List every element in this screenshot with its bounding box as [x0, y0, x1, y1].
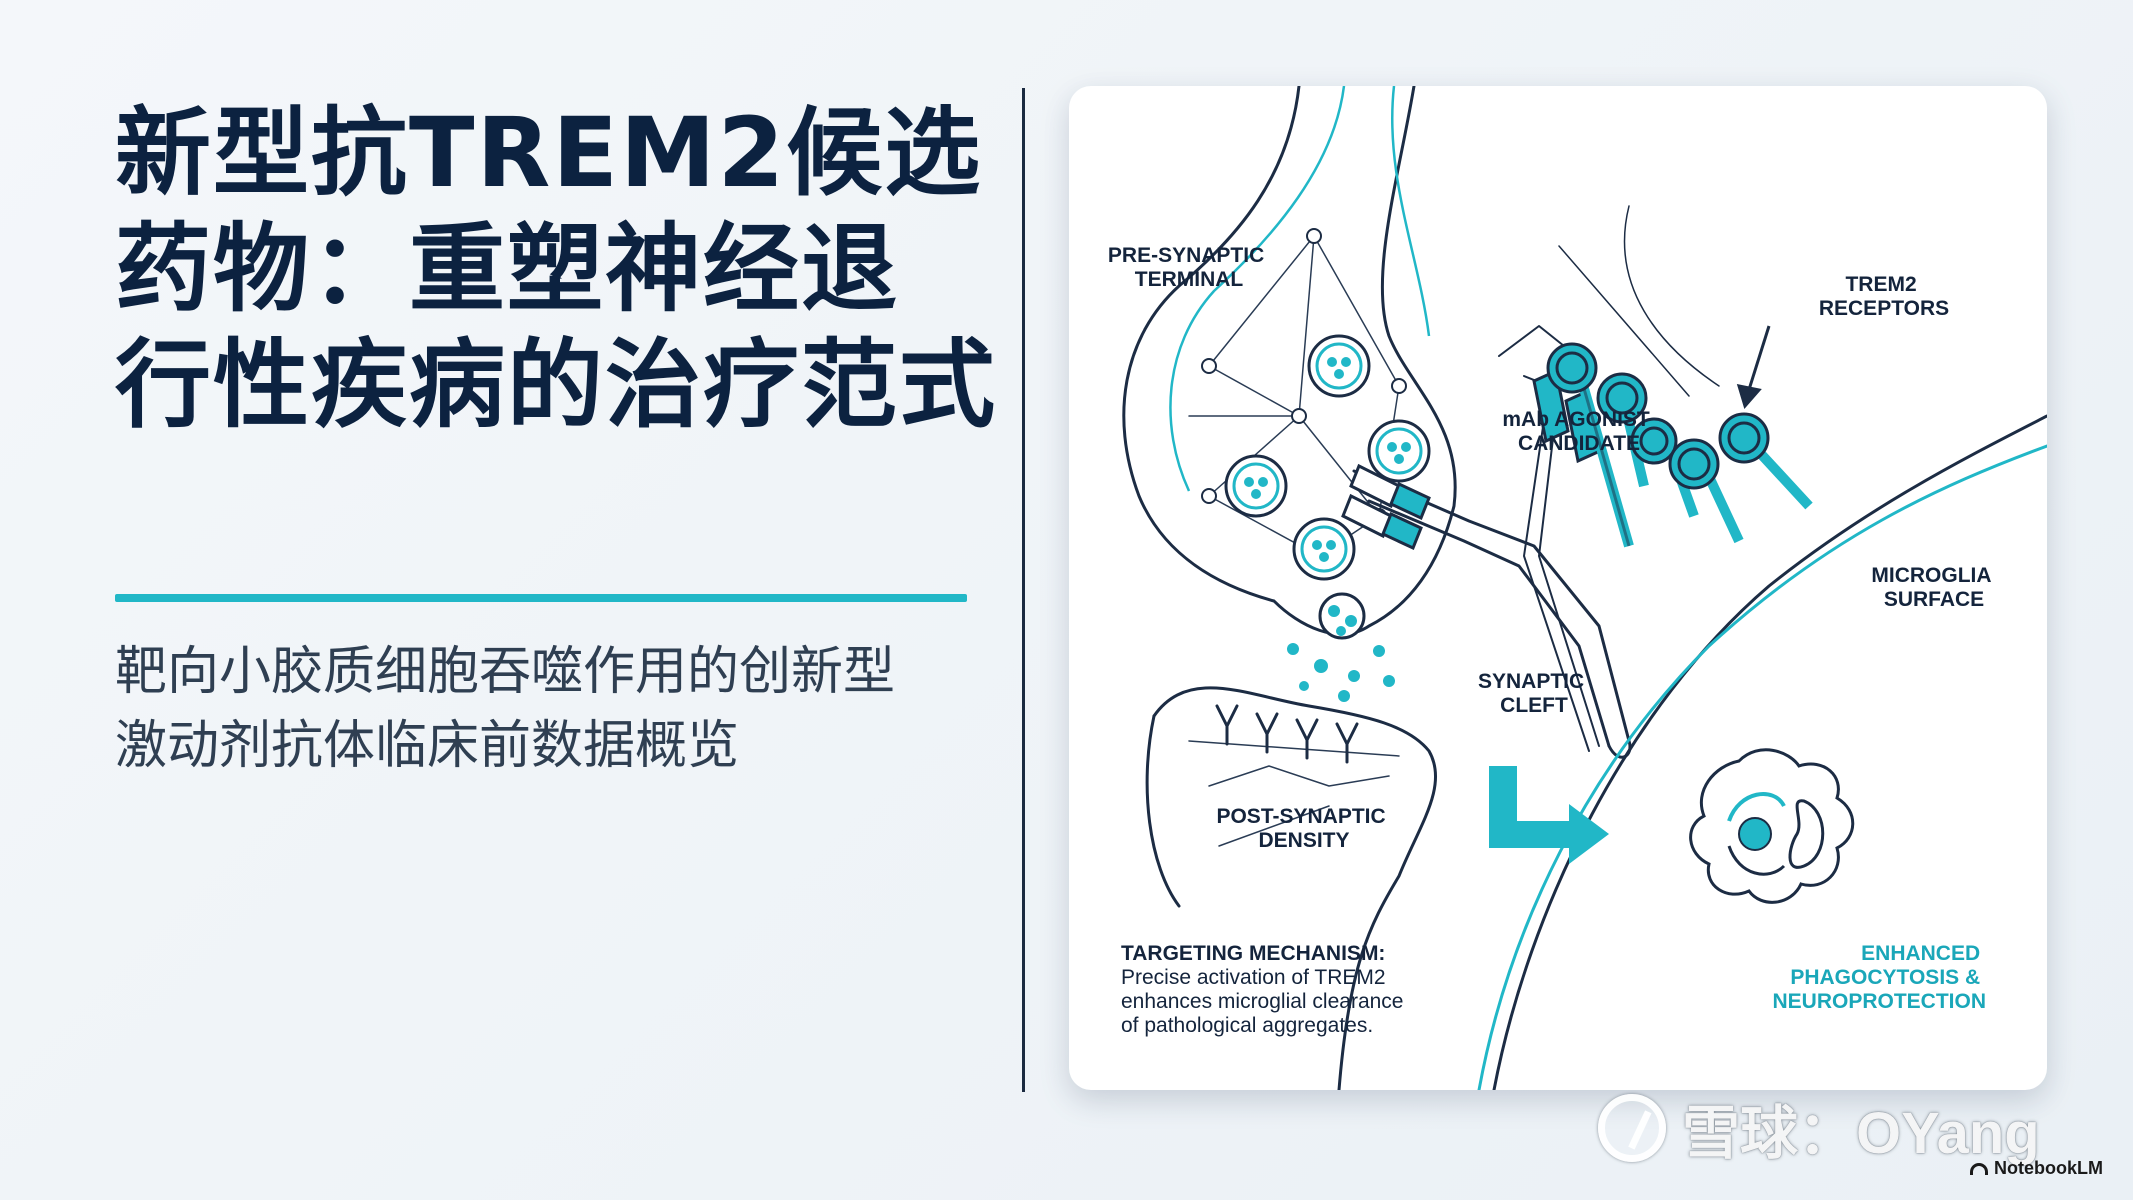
title-underline [115, 594, 967, 602]
notebooklm-badge: NotebookLM [1970, 1158, 2103, 1179]
network-node [1306, 228, 1322, 244]
title-line-3: 行性疾病的治疗范式 [115, 329, 997, 441]
notebooklm-icon [1970, 1162, 1988, 1175]
subtitle-line-1: 靶向小胶质细胞吞噬作用的创新型 [115, 642, 896, 702]
title-line-2: 药物：重塑神经退 [115, 213, 899, 325]
label-outcome: ENHANCED PHAGOCYTOSIS & NEUROPROTECTION [1772, 942, 1986, 1013]
watermark: 雪球：OYang [1598, 1088, 2040, 1168]
vertical-divider [1022, 88, 1025, 1092]
synapse-diagram: PRE-SYNAPTIC TERMINAL TREM2 RECEPTORS mA… [1108, 86, 2047, 1090]
notebooklm-label: NotebookLM [1994, 1158, 2103, 1178]
trem2-receptors [1546, 342, 1813, 548]
label-postsynaptic-density: POST-SYNAPTIC DENSITY [1216, 805, 1391, 852]
microglia-cell [1689, 748, 1855, 904]
network-node [1201, 488, 1217, 504]
label-mechanism-text: Precise activation of TREM2 enhances mic… [1121, 966, 1409, 1037]
page-title: 新型抗TREM2候选 药物：重塑神经退 行性疾病的治疗范式 [115, 95, 995, 443]
network-node [1201, 358, 1217, 374]
page-subtitle: 靶向小胶质细胞吞噬作用的创新型 激动剂抗体临床前数据概览 [115, 635, 1015, 783]
antibody-outline [1352, 469, 1631, 748]
synaptic-vesicles [1224, 334, 1431, 640]
microglia-surface-curve [1492, 414, 2047, 1090]
title-line-1: 新型抗TREM2候选 [115, 97, 983, 209]
label-mab-agonist: mAb AGONIST CANDIDATE [1502, 408, 1655, 455]
outcome-arrow [1489, 766, 1609, 864]
postsynaptic-outline [1152, 686, 1438, 1090]
network-node [1291, 408, 1307, 424]
label-trem2-receptors: TREM2 RECEPTORS [1819, 273, 1949, 320]
presynaptic-terminal-outline [1122, 86, 1457, 636]
subtitle-line-2: 激动剂抗体临床前数据概览 [115, 716, 740, 776]
network-node [1391, 378, 1407, 394]
label-microglia-surface: MICROGLIA SURFACE [1871, 564, 1996, 611]
label-mechanism-title: TARGETING MECHANISM: [1121, 942, 1385, 965]
label-synaptic-cleft: SYNAPTIC CLEFT [1478, 670, 1590, 717]
neurotransmitters [1287, 605, 1395, 702]
synapse-diagram-panel: PRE-SYNAPTIC TERMINAL TREM2 RECEPTORS mA… [1069, 86, 2047, 1090]
watermark-text: 雪球：OYang [1682, 1101, 2040, 1166]
xueqiu-logo-icon [1598, 1094, 1666, 1162]
label-presynaptic: PRE-SYNAPTIC TERMINAL [1108, 244, 1270, 291]
trem2-pointer-arrow [1736, 325, 1771, 410]
